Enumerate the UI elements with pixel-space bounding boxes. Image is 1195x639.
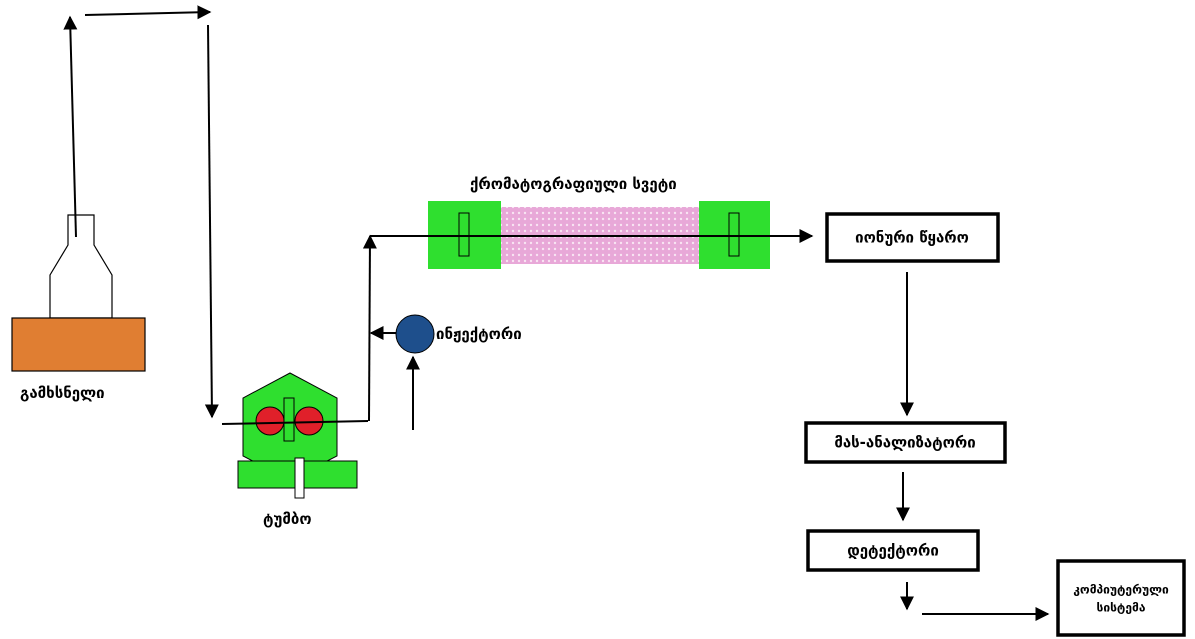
computer-system-box [1056,559,1186,637]
flask-neck [49,214,113,319]
pump-head-left [255,406,285,436]
flow-line-pump-out [221,420,369,425]
flow-arrow-flask-up [63,15,78,238]
mass-analyzer-box [804,421,1007,464]
solvent-label: გამხსნელი [20,384,105,402]
injector [395,314,435,354]
computer-label-line2: სისტემა [1097,601,1146,615]
pump-piston [283,397,295,442]
flow-arrow-up-to-column [362,234,377,422]
solvent-reservoir [11,317,146,372]
pump [237,372,358,499]
injector-label: ინჟექტორი [436,325,522,343]
pump-label: ტუმბო [263,510,312,528]
ion-source-label: იონური წყარო [855,229,969,247]
pump-outlet-stem [294,457,305,499]
pump-head-right [294,406,324,436]
detector-label: დეტექტორი [847,542,939,560]
column-label: ქრომატოგრაფიული სვეტი [470,175,677,193]
computer-label-line1: კომპიუტერული [1073,583,1169,597]
detector-box [806,529,980,572]
ion-source-box [825,212,1000,263]
flow-arrow-top [84,5,212,20]
column-inlet-frit [458,212,470,257]
solvent-flask [11,214,146,372]
mass-analyzer-label: მას-ანალიზატორი [834,434,975,452]
flow-arrow-down-to-pump [204,24,219,419]
column-outlet-frit [728,212,740,257]
